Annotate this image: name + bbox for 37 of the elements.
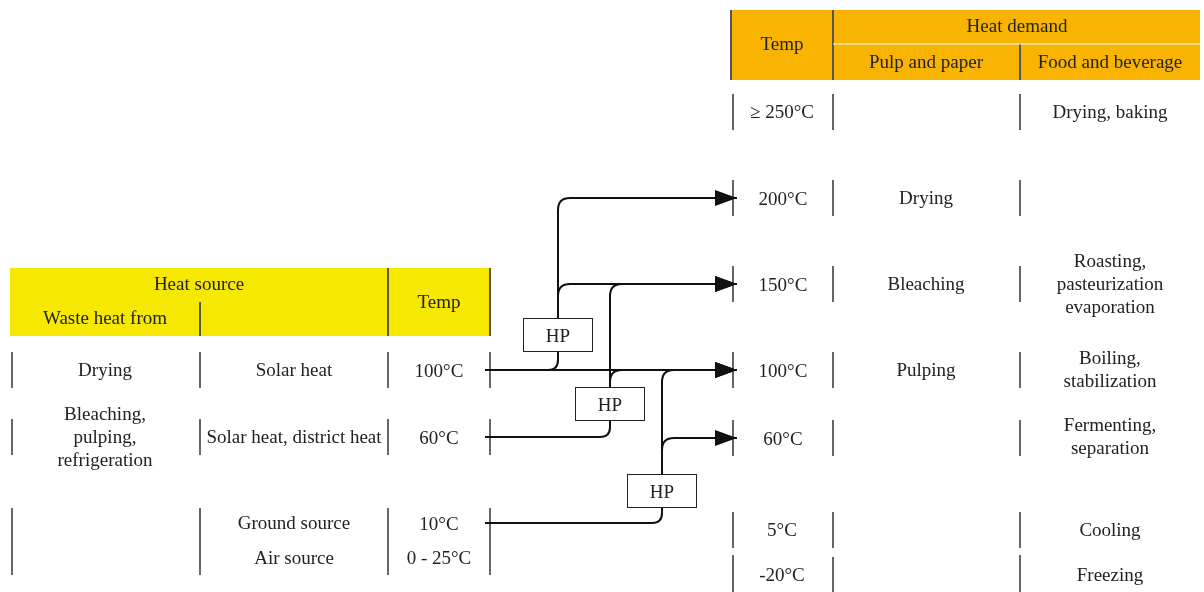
table-text: Fermenting, separation	[1062, 414, 1158, 460]
temperature-label: 60°C	[737, 423, 829, 453]
temperature-label: 60°C	[393, 422, 485, 452]
temperature-label: 100°C	[737, 355, 829, 385]
column-header: Temp	[760, 32, 804, 56]
column-header: Waste heat from	[43, 306, 167, 330]
table-text: Drying, baking	[1052, 100, 1168, 124]
heat-pump-box: HP	[575, 387, 645, 421]
table-text: Drying	[899, 186, 953, 210]
temperature-label: 10°C	[393, 508, 485, 538]
arrow	[661, 430, 738, 475]
table-text: Cooling	[1079, 518, 1141, 542]
column-header: Food and beverage	[1037, 50, 1183, 74]
table-text: Drying	[78, 358, 132, 382]
table-text: Bleaching	[887, 272, 965, 296]
temperature-label: 200°C	[737, 183, 829, 213]
table-text: Solar heat, district heat	[206, 425, 382, 449]
heat-pump-box: HP	[523, 318, 593, 352]
table-text: ≥ 250°C	[750, 100, 814, 124]
table-text: Air source	[254, 546, 334, 570]
table-text: Bleaching, pulping, refrigeration	[56, 402, 154, 472]
column-header: Heat demand	[966, 14, 1068, 38]
table-text: 5°C	[767, 518, 797, 542]
table-text: Roasting, pasteurization evaporation	[1055, 249, 1165, 319]
column-header: Temp	[417, 290, 461, 314]
table-text: Pulping	[896, 358, 956, 382]
table-text: Solar heat	[255, 358, 333, 382]
temperature-label: 150°C	[737, 269, 829, 299]
table-text: Ground source	[237, 511, 351, 535]
table-text: Boiling, stabilization	[1062, 347, 1158, 393]
heat-pump-box: HP	[627, 474, 697, 508]
column-header: Heat source	[153, 272, 245, 296]
table-text: Freezing	[1076, 563, 1144, 587]
temperature-label: 100°C	[393, 355, 485, 385]
table-text: 0 - 25°C	[406, 546, 472, 570]
table-text: -20°C	[759, 563, 805, 587]
column-header: Pulp and paper	[869, 50, 983, 74]
